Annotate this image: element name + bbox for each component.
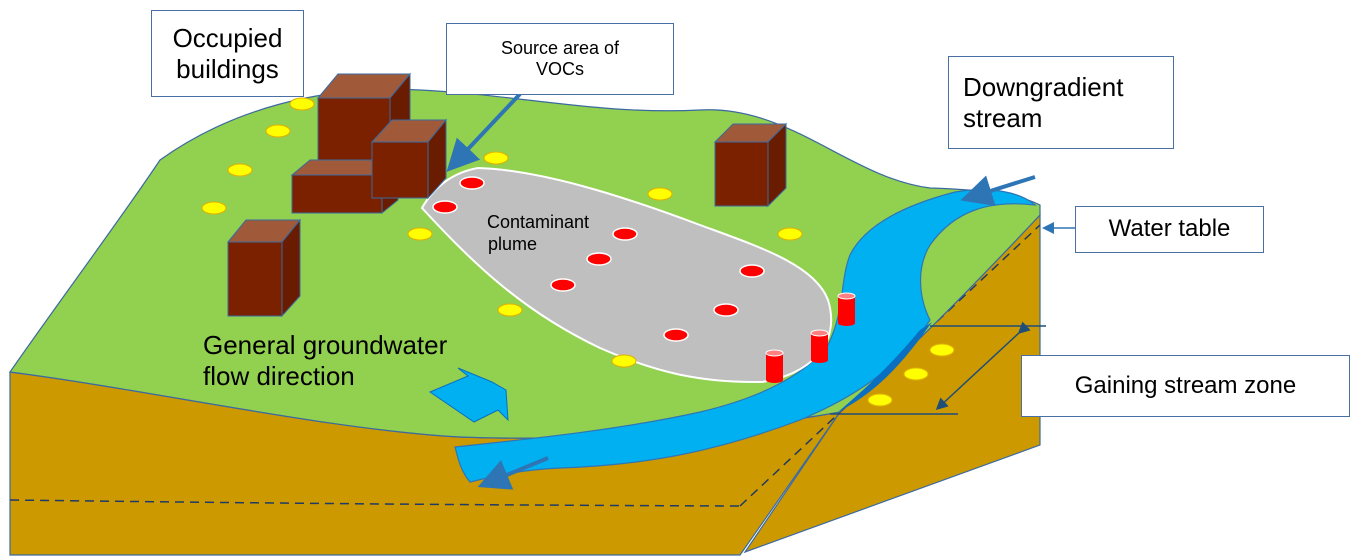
- clean-well: [647, 187, 673, 201]
- building: [370, 118, 448, 200]
- stream: [454, 189, 1037, 483]
- water-table-line-front: [9, 499, 741, 507]
- clean-well: [903, 367, 929, 381]
- downgradient-stream-callout: Downgradient stream: [948, 56, 1174, 149]
- clean-well: [227, 163, 253, 177]
- water-table-line-right: [739, 224, 1041, 507]
- clean-well: [201, 201, 227, 215]
- clean-well: [777, 227, 803, 241]
- building: [713, 122, 788, 208]
- sampling-cylinder: [810, 329, 829, 363]
- occupied-buildings-label-line1: Occupied: [172, 22, 283, 53]
- clean-well: [265, 124, 291, 138]
- water-table-label: Water table: [1108, 215, 1231, 243]
- clean-well: [867, 393, 893, 407]
- sampling-cylinder: [837, 292, 856, 326]
- contaminated-well: [550, 278, 576, 292]
- flow-direction-label-line1: General groundwater: [203, 330, 448, 360]
- clean-well: [929, 343, 955, 357]
- stream-sampling-cylinders: [765, 292, 856, 383]
- stream-outflow-pointer: [477, 456, 549, 490]
- clean-well: [611, 354, 637, 368]
- contaminant-plume-area: [420, 166, 833, 384]
- contaminated-well: [459, 176, 485, 190]
- gaining-stream-zone-label: Gaining stream zone: [1074, 371, 1297, 399]
- contaminated-well: [586, 252, 612, 266]
- sampling-cylinder: [765, 349, 784, 383]
- clean-well: [483, 151, 509, 165]
- flow-direction-label-line2: flow direction: [203, 361, 355, 392]
- contaminant-plume-label-line1: Contaminant: [486, 212, 590, 232]
- contaminated-well: [663, 328, 689, 342]
- clean-well: [497, 303, 523, 317]
- contaminated-well: [739, 264, 765, 278]
- occupied-buildings-callout: Occupied buildings: [151, 10, 304, 97]
- source-area-pointer: [446, 92, 522, 172]
- source-area-label-line2: VOCs: [535, 59, 584, 79]
- water-table-callout: Water table: [1075, 206, 1264, 253]
- building: [226, 218, 302, 318]
- gaining-zone-dimension: [935, 321, 1031, 411]
- clean-well-markers: [201, 97, 955, 407]
- clean-well: [289, 97, 315, 111]
- contaminated-well: [612, 227, 638, 241]
- downgradient-stream-pointer: [960, 175, 1036, 207]
- downgradient-stream-label-line1: Downgradient: [963, 71, 1124, 102]
- source-area-callout: Source area of VOCs: [446, 23, 674, 95]
- flow-arrow-icon: [428, 367, 509, 423]
- contaminated-well-markers: [432, 176, 765, 342]
- contaminated-well: [432, 200, 458, 214]
- downgradient-stream-label-line2: stream: [963, 102, 1043, 133]
- gaining-stream-zone-callout: Gaining stream zone: [1021, 355, 1350, 417]
- occupied-buildings-label-line2: buildings: [176, 53, 279, 84]
- contaminated-well: [713, 303, 739, 317]
- clean-well: [407, 227, 433, 241]
- flow-direction-label: General groundwater flow direction: [203, 330, 447, 392]
- contaminant-plume-label: Contaminant plume: [468, 212, 608, 255]
- contaminant-plume-label-line2: plume: [488, 233, 538, 254]
- stream-cross-section: [838, 322, 932, 412]
- source-area-label-line1: Source area of: [500, 37, 620, 58]
